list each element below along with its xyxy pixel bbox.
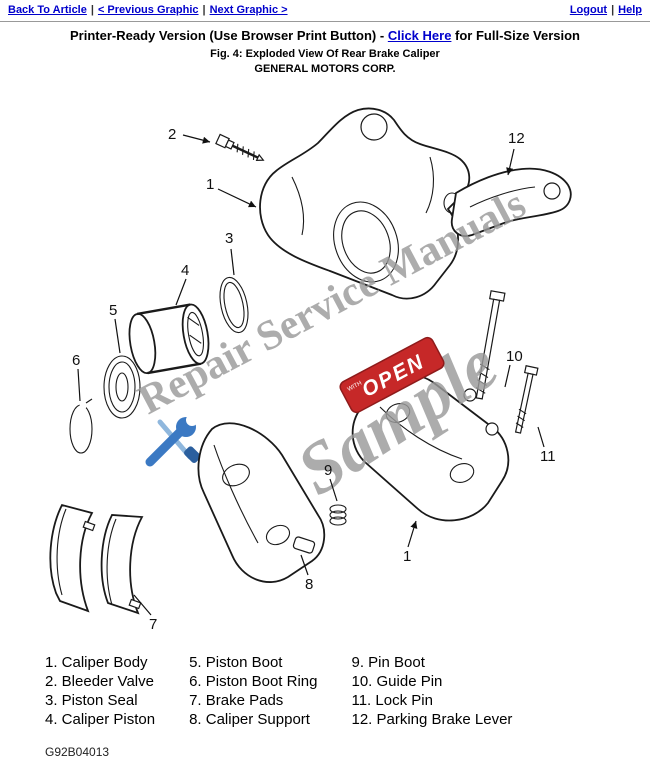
legend-column-1: 1. Caliper Body 2. Bleeder Valve 3. Pist…: [45, 653, 155, 729]
pin-boot-shape: [329, 504, 347, 526]
callout-brake-pads: 7: [149, 616, 157, 633]
tools-icon: [145, 414, 201, 467]
back-to-article-link[interactable]: Back To Article: [8, 4, 87, 16]
callout-caliper-piston: 4: [181, 262, 189, 279]
guide-pin-shape: [475, 290, 506, 400]
piston-boot-ring-shape: [69, 398, 93, 454]
figure-title: Fig. 4: Exploded View Of Rear Brake Cali…: [210, 48, 440, 60]
fullsize-text: for Full-Size Version: [451, 28, 580, 43]
nav-right-group: Logout | Help: [570, 4, 642, 16]
top-nav: Back To Article | < Previous Graphic | N…: [0, 0, 650, 22]
legend-item: 9. Pin Boot: [351, 654, 425, 671]
legend-item: 8. Caliper Support: [189, 711, 310, 728]
exploded-diagram: Repair Service Manuals Sample WITH OPEN …: [49, 107, 572, 633]
legend-item: 12. Parking Brake Lever: [351, 711, 513, 728]
callout-guide-pin: 10: [506, 348, 523, 365]
caliper-body-shape: [259, 107, 471, 300]
bleeder-valve-shape: [215, 133, 265, 161]
legend-item: 6. Piston Boot Ring: [189, 673, 318, 690]
piston-boot-shape: [103, 355, 141, 419]
caliper-piston-shape: [128, 303, 210, 375]
support-stud: [292, 536, 316, 554]
legend-column-3: 9. Pin Boot 10. Guide Pin 11. Lock Pin 1…: [351, 653, 512, 729]
callout-caliper-body-bottom: 1: [403, 548, 411, 565]
legend-column-2: 5. Piston Boot 6. Piston Boot Ring 7. Br…: [189, 653, 317, 729]
legend-item: 1. Caliper Body: [45, 654, 148, 671]
callout-labels: 2 1 12 3 4 5 6 9 10 11 8 1 7: [72, 126, 556, 633]
printer-ready-line: Printer-Ready Version (Use Browser Print…: [0, 28, 650, 43]
callout-parking-brake-lever: 12: [508, 130, 525, 147]
caliper-top-boss: [360, 113, 388, 141]
printer-ready-text: Printer-Ready Version (Use Browser Print…: [69, 28, 388, 43]
leader-lines: [77, 134, 545, 616]
caliper-bore: [333, 201, 399, 283]
nav-left-group: Back To Article | < Previous Graphic | N…: [8, 4, 288, 16]
callout-pin-boot: 9: [324, 462, 332, 479]
nav-separator: |: [90, 4, 94, 16]
nav-separator: |: [611, 4, 615, 16]
help-link[interactable]: Help: [618, 4, 642, 16]
legend-item: 2. Bleeder Valve: [45, 673, 154, 690]
logout-link[interactable]: Logout: [569, 4, 608, 16]
lock-pin-shape: [514, 365, 539, 434]
callout-lock-pin: 11: [540, 448, 556, 465]
figure-code: G92B04013: [45, 745, 110, 759]
nav-separator: |: [202, 4, 206, 16]
callout-piston-seal: 3: [225, 230, 233, 247]
legend-item: 11. Lock Pin: [351, 692, 433, 709]
legend-item: 5. Piston Boot: [189, 654, 283, 671]
brake-pads-shape: [49, 503, 144, 615]
legend-item: 7. Brake Pads: [189, 692, 284, 709]
piston-seal-shape: [219, 276, 249, 334]
next-graphic-link[interactable]: Next Graphic >: [209, 4, 288, 16]
callout-caliper-support: 8: [305, 576, 313, 593]
legend-item: 10. Guide Pin: [351, 673, 443, 690]
legend-item: 3. Piston Seal: [45, 692, 138, 709]
open-badge: WITH OPEN: [339, 336, 445, 414]
callout-piston-boot-ring: 6: [72, 352, 80, 369]
caliper-support-shape: [197, 422, 326, 583]
legend: 1. Caliper Body 2. Bleeder Valve 3. Pist…: [45, 653, 650, 729]
callout-bleeder-valve: 2: [168, 126, 176, 143]
parking-brake-lever-shape: [450, 167, 572, 237]
click-here-link[interactable]: Click Here: [387, 28, 452, 43]
previous-graphic-link[interactable]: < Previous Graphic: [97, 4, 199, 16]
legend-item: 4. Caliper Piston: [45, 711, 156, 728]
manufacturer-title: GENERAL MOTORS CORP.: [254, 63, 396, 75]
callout-caliper-body-top: 1: [206, 176, 214, 193]
callout-piston-boot: 5: [109, 302, 117, 319]
